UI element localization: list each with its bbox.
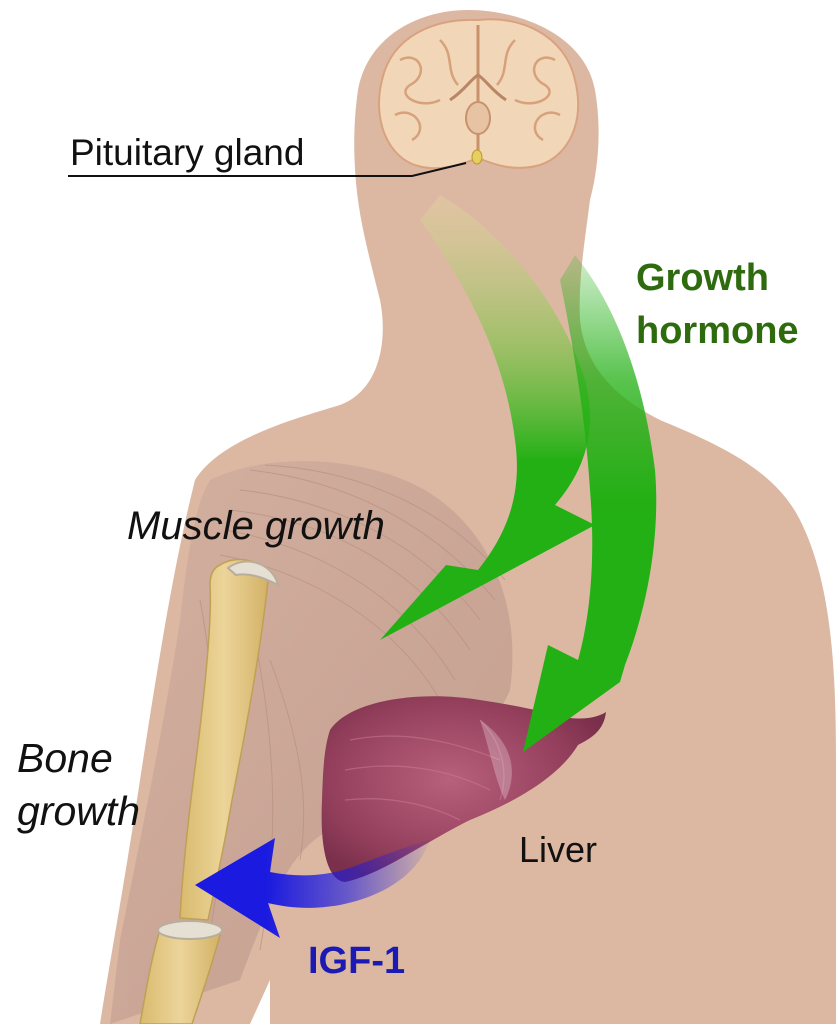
- brain: [378, 18, 580, 170]
- growth-hormone-arrow-muscle: [380, 195, 595, 640]
- pituitary-gland: [471, 149, 483, 165]
- bone-growth-label-line2: growth: [17, 788, 141, 835]
- growth-hormone-label: Growth hormone: [636, 252, 799, 358]
- bone-growth-label-line1: Bone: [17, 735, 113, 781]
- liver-label: Liver: [519, 829, 598, 870]
- growth-hormone-label-line1: Growth: [636, 257, 769, 299]
- bone-growth-label: Bone growth: [17, 732, 140, 839]
- pituitary-pointer-line: [68, 162, 467, 177]
- growth-hormone-arrow-liver: [523, 255, 657, 752]
- muscle-growth-label: Muscle growth: [127, 504, 385, 548]
- pituitary-gland-label: Pituitary gland: [70, 132, 305, 173]
- igf-1-arrow: [195, 838, 430, 938]
- igf-1-label: IGF-1: [308, 940, 406, 982]
- growth-hormone-label-line2: hormone: [636, 310, 799, 353]
- arm-bone: [139, 558, 280, 1024]
